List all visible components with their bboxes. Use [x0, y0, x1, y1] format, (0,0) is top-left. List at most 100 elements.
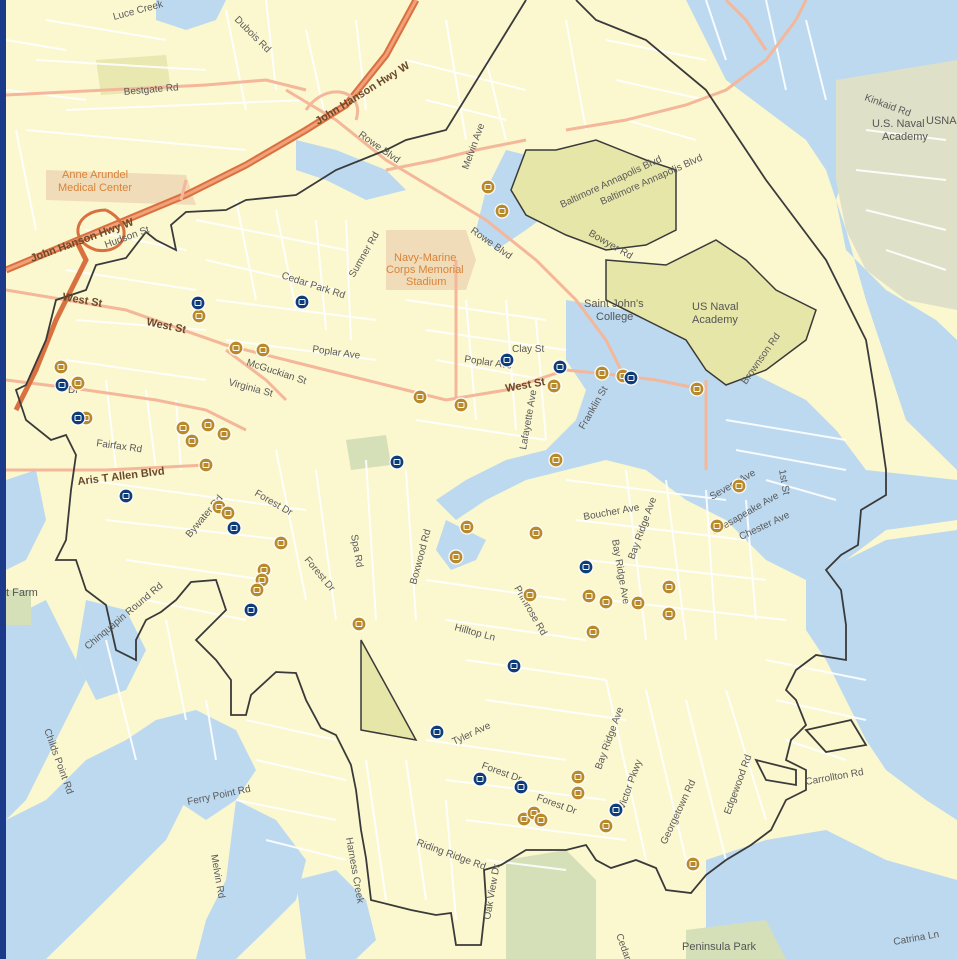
poi-marker-orange[interactable] — [412, 389, 428, 405]
label-bestgate-rd: Bestgate Rd — [123, 82, 179, 98]
label-childs-point: Childs Point Rd — [41, 727, 75, 796]
map-canvas[interactable]: Luce Creek Dubois Rd Bestgate Rd John Ha… — [6, 0, 957, 959]
poi-marker-blue[interactable] — [552, 359, 568, 375]
water-layer — [6, 0, 957, 959]
label-aamc-1: Anne Arundel — [62, 169, 128, 181]
poi-marker-orange[interactable] — [53, 359, 69, 375]
poi-marker-orange[interactable] — [448, 549, 464, 565]
boundary-tail — [754, 718, 868, 787]
poi-marker-orange[interactable] — [630, 595, 646, 611]
poi-marker-orange[interactable] — [175, 420, 191, 436]
poi-marker-orange[interactable] — [548, 452, 564, 468]
poi-marker-blue[interactable] — [226, 520, 242, 536]
label-victor-pkwy: Victor Pkwy — [616, 758, 644, 811]
poi-glyph-icon — [735, 483, 743, 489]
poi-marker-orange[interactable] — [459, 519, 475, 535]
poi-marker-orange[interactable] — [570, 769, 586, 785]
poi-marker-blue[interactable] — [506, 658, 522, 674]
poi-marker-orange[interactable] — [273, 535, 289, 551]
poi-marker-orange[interactable] — [228, 340, 244, 356]
poi-marker-orange[interactable] — [598, 818, 614, 834]
poi-marker-blue[interactable] — [472, 771, 488, 787]
poi-marker-orange[interactable] — [661, 579, 677, 595]
poi-marker-orange[interactable] — [598, 594, 614, 610]
label-aamc-2: Medical Center — [58, 182, 132, 194]
label-nmc-2: Corps Memorial — [386, 264, 464, 276]
poi-marker-orange[interactable] — [581, 588, 597, 604]
poi-marker-orange[interactable] — [709, 518, 725, 534]
poi-marker-blue-circle — [578, 559, 594, 575]
poi-marker-orange[interactable] — [220, 505, 236, 521]
poi-marker-orange[interactable] — [494, 203, 510, 219]
poi-marker-orange-circle — [228, 340, 244, 356]
poi-marker-blue[interactable] — [294, 294, 310, 310]
label-fairfax: Fairfax Rd — [96, 438, 143, 455]
poi-marker-orange-circle — [533, 812, 549, 828]
label-dubois-rd: Dubois Rd — [232, 14, 273, 55]
poi-glyph-icon — [258, 577, 266, 583]
poi-glyph-icon — [194, 300, 202, 306]
poi-marker-blue[interactable] — [499, 352, 515, 368]
poi-glyph-icon — [393, 459, 401, 465]
poi-marker-blue[interactable] — [243, 602, 259, 618]
poi-marker-orange[interactable] — [255, 342, 271, 358]
poi-glyph-icon — [556, 364, 564, 370]
poi-marker-orange[interactable] — [453, 397, 469, 413]
poi-marker-blue[interactable] — [190, 295, 206, 311]
poi-marker-orange[interactable] — [200, 417, 216, 433]
poi-marker-blue[interactable] — [70, 410, 86, 426]
poi-marker-orange[interactable] — [528, 525, 544, 541]
poi-glyph-icon — [530, 810, 538, 816]
poi-marker-orange[interactable] — [731, 478, 747, 494]
poi-marker-orange-circle — [494, 203, 510, 219]
poi-marker-orange[interactable] — [70, 375, 86, 391]
poi-marker-orange[interactable] — [216, 426, 232, 442]
poi-glyph-icon — [74, 380, 82, 386]
poi-marker-blue[interactable] — [429, 724, 445, 740]
poi-marker-orange[interactable] — [661, 606, 677, 622]
poi-marker-orange[interactable] — [351, 616, 367, 632]
poi-marker-blue[interactable] — [513, 779, 529, 795]
poi-glyph-icon — [416, 394, 424, 400]
poi-marker-blue[interactable] — [623, 370, 639, 386]
label-clay-st: Clay St — [512, 344, 544, 355]
poi-marker-orange[interactable] — [249, 582, 265, 598]
poi-marker-orange-circle — [70, 375, 86, 391]
poi-marker-orange-circle — [249, 582, 265, 598]
poi-glyph-icon — [526, 592, 534, 598]
poi-marker-orange[interactable] — [585, 624, 601, 640]
poi-marker-orange[interactable] — [546, 378, 562, 394]
poi-marker-orange-circle — [661, 606, 677, 622]
poi-marker-blue-circle — [226, 520, 242, 536]
label-carrollton: Carrollton Rd — [805, 767, 865, 788]
poi-marker-orange[interactable] — [689, 381, 705, 397]
poi-marker-blue-circle — [623, 370, 639, 386]
poi-marker-orange[interactable] — [594, 365, 610, 381]
poi-marker-orange[interactable] — [570, 785, 586, 801]
poi-glyph-icon — [574, 774, 582, 780]
poi-marker-orange-circle — [598, 594, 614, 610]
poi-marker-blue[interactable] — [578, 559, 594, 575]
poi-marker-orange[interactable] — [533, 812, 549, 828]
poi-glyph-icon — [665, 584, 673, 590]
poi-marker-orange[interactable] — [685, 856, 701, 872]
poi-glyph-icon — [498, 208, 506, 214]
poi-markers[interactable] — [53, 179, 747, 872]
poi-marker-orange[interactable] — [198, 457, 214, 473]
poi-marker-blue[interactable] — [54, 377, 70, 393]
label-nmc-3: Stadium — [406, 276, 446, 288]
poi-marker-blue[interactable] — [118, 488, 134, 504]
poi-marker-orange[interactable] — [480, 179, 496, 195]
poi-marker-blue[interactable] — [608, 802, 624, 818]
poi-glyph-icon — [57, 364, 65, 370]
label-lafayette: Lafayette Ave — [518, 389, 539, 451]
map-view[interactable]: Luce Creek Dubois Rd Bestgate Rd John Ha… — [6, 0, 957, 959]
poi-marker-orange-circle — [198, 457, 214, 473]
poi-marker-orange[interactable] — [522, 587, 538, 603]
poi-marker-orange[interactable] — [191, 308, 207, 324]
poi-marker-blue[interactable] — [389, 454, 405, 470]
poi-marker-blue-circle — [294, 294, 310, 310]
poi-marker-orange-circle — [522, 587, 538, 603]
poi-marker-orange-circle — [685, 856, 701, 872]
poi-marker-orange[interactable] — [184, 433, 200, 449]
